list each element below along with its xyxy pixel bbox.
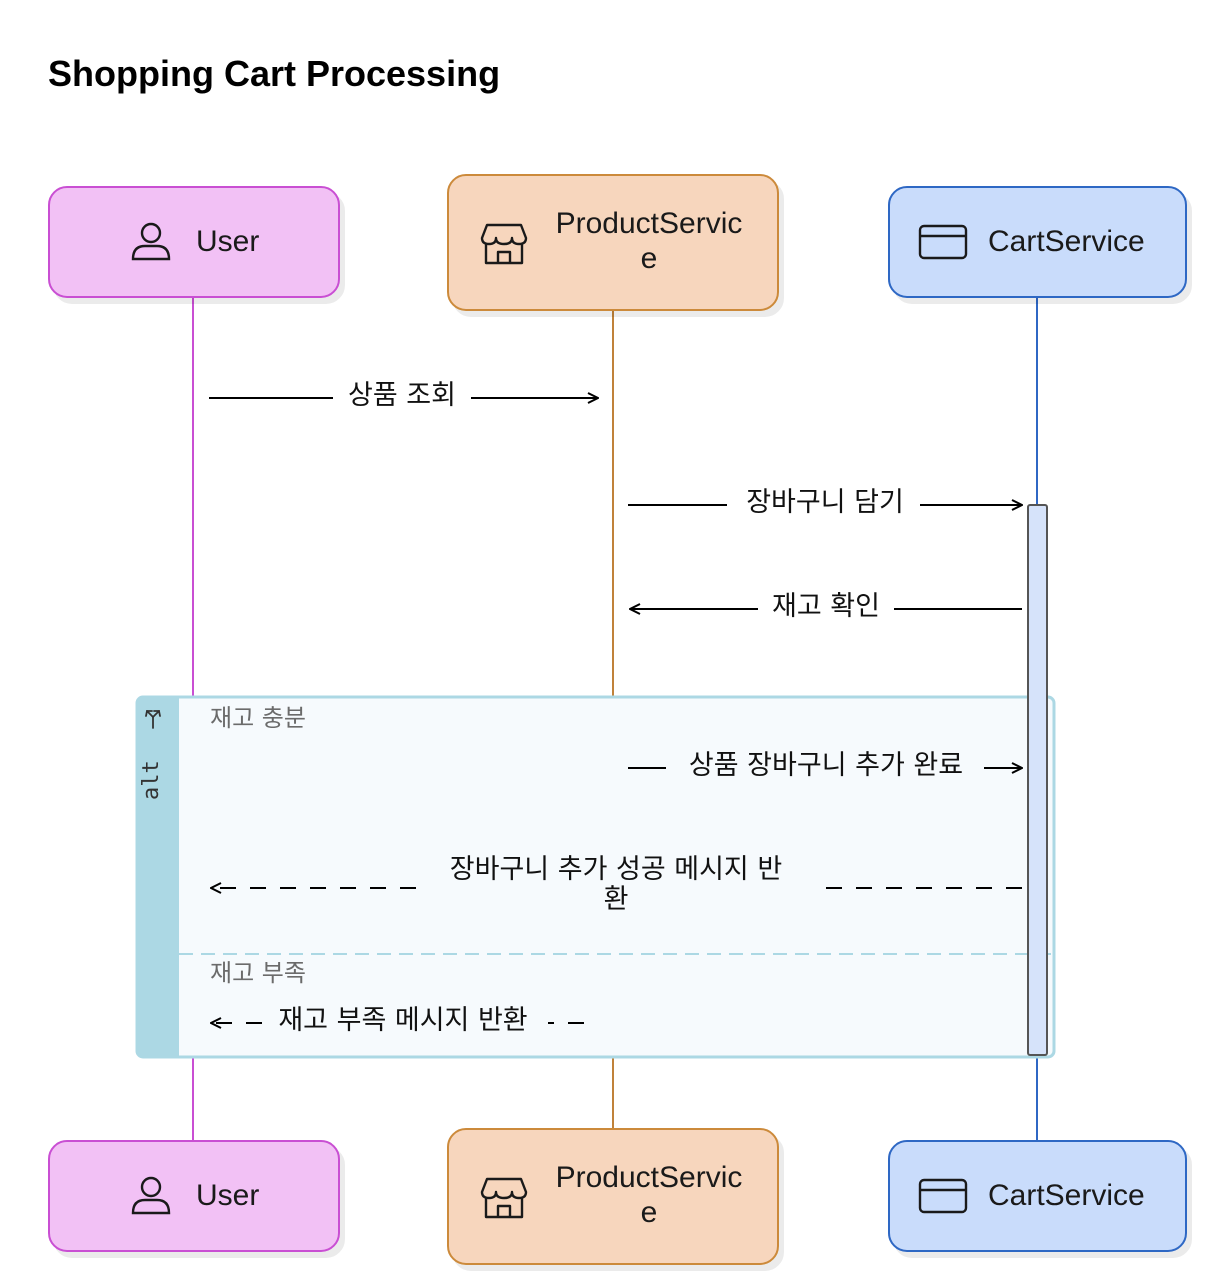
store-icon [480,223,528,265]
actor-productservice-label-line1: ProductServic [556,1161,743,1194]
actor-user-label: User [196,225,259,258]
actor-cartservice-label: CartService [988,225,1145,258]
message-out-of-stock-return-label: 재고 부족 메시지 반환 [278,1005,527,1036]
message-success-return-label-line1: 장바구니 추가 성공 메시지 반 [450,854,782,885]
user-icon [131,222,171,261]
message-add-to-cart-label: 장바구니 담기 [746,487,904,518]
actor-productservice-top[interactable]: ProductServic e [447,174,779,311]
message-check-stock[interactable]: 재고 확인 [630,591,1022,622]
message-add-to-cart[interactable]: 장바구니 담기 [628,487,1022,518]
actor-user-label: User [196,1179,259,1212]
actor-productservice-label-line1: ProductServic [556,207,743,240]
message-check-stock-label: 재고 확인 [772,591,880,622]
message-cart-add-complete[interactable]: 상품 장바구니 추가 완료 [628,750,1022,781]
store-icon [480,1177,528,1219]
diagram-title: Shopping Cart Processing [48,53,500,94]
cartservice-activation-bar [1027,504,1048,1056]
message-success-return-label-line2: 환 [604,884,629,915]
user-icon [131,1176,171,1215]
credit-card-icon [918,1178,968,1214]
message-product-lookup-label: 상품 조회 [348,380,456,411]
message-product-lookup[interactable]: 상품 조회 [209,380,598,411]
actor-productservice-bottom[interactable]: ProductServic e [447,1128,779,1265]
message-success-return[interactable]: 장바구니 추가 성공 메시지 반 환 [211,854,1022,915]
actor-user-bottom[interactable]: User [48,1140,340,1252]
actor-productservice-label-line2: e [641,1196,658,1229]
message-cart-add-complete-label: 상품 장바구니 추가 완료 [689,750,963,781]
actor-productservice-label-line2: e [641,242,658,275]
actor-cartservice-top[interactable]: CartService [888,186,1187,298]
alt-condition-sufficient: 재고 충분 [210,704,306,732]
credit-card-icon [918,224,968,260]
alt-fragment-kind: alt [139,760,164,800]
message-out-of-stock-return[interactable]: 재고 부족 메시지 반환 [211,1005,584,1036]
alt-fragment: alt 재고 충분 재고 부족 [135,695,1056,1059]
alt-condition-insufficient: 재고 부족 [210,959,306,987]
branch-icon [145,710,161,729]
actor-cartservice-label: CartService [988,1179,1145,1212]
actor-cartservice-bottom[interactable]: CartService [888,1140,1187,1252]
actor-user-top[interactable]: User [48,186,340,298]
